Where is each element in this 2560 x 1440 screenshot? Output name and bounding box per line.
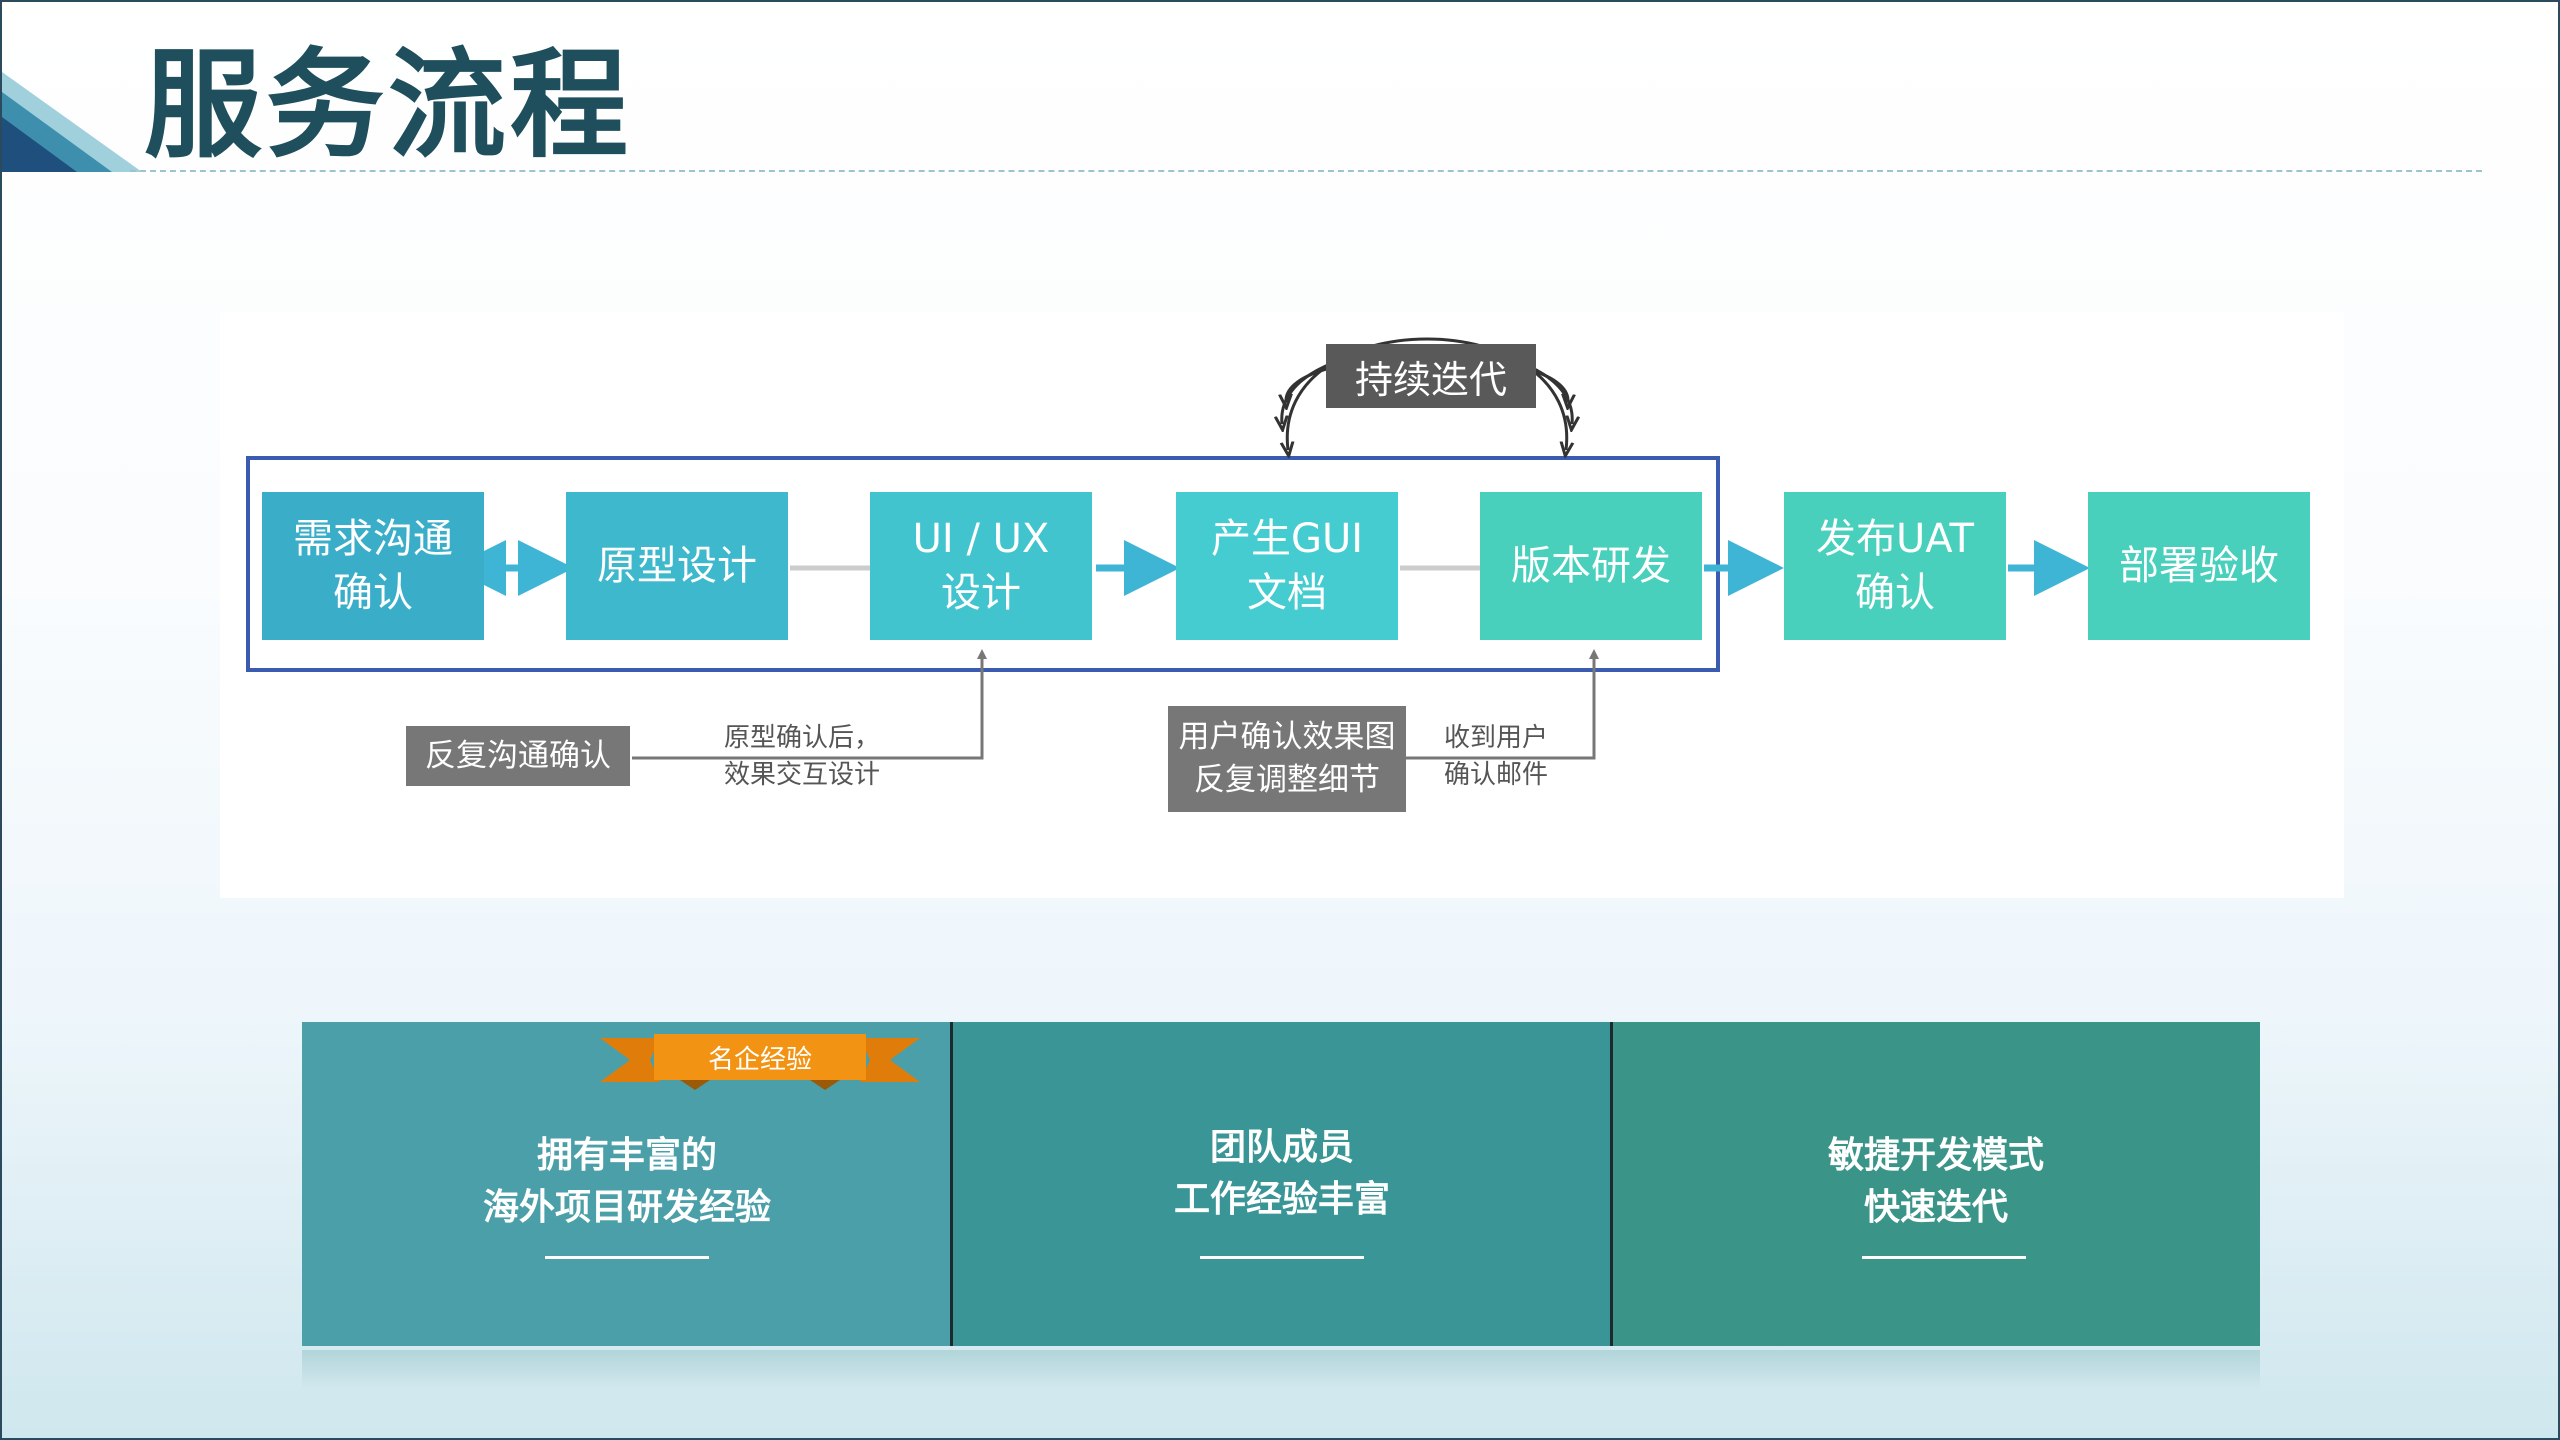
title-divider: [130, 170, 2482, 172]
step-deploy: 部署验收: [2088, 492, 2310, 640]
panel-text: 团队成员 工作经验丰富: [1173, 1127, 1390, 1220]
feedback-label-right: 用户确认效果图 反复调整细节: [1168, 706, 1406, 812]
panel-underline: [1862, 1256, 2026, 1259]
loop-label: 持续迭代: [1326, 344, 1536, 408]
feature-panel-agile: 敏捷开发模式 快速迭代: [1612, 1022, 2260, 1346]
feedback-note-right: 收到用户 确认邮件: [1444, 723, 1549, 790]
feedback-label-left: 反复沟通确认: [406, 726, 630, 786]
step-label: 部署验收: [2119, 543, 2279, 589]
step-uat: 发布UAT 确认: [1784, 492, 2006, 640]
loop-arc: [1287, 337, 1566, 450]
panel-underline: [545, 1256, 709, 1259]
page-title: 服务流程: [144, 36, 633, 174]
step-label: 版本研发: [1511, 543, 1671, 589]
panel-reflection: [302, 1350, 2260, 1390]
step-prototype: 原型设计: [566, 492, 788, 640]
step-label: UI / UX 设计: [912, 516, 1050, 616]
badge-text: 名企经验: [707, 1044, 812, 1075]
panel-underline: [1200, 1256, 1364, 1259]
step-label: 发布UAT 确认: [1816, 516, 1974, 616]
step-label: 产生GUI 文档: [1210, 516, 1364, 616]
process-flow-panel: 需求沟通 确认 原型设计 UI / UX 设计 产生GUI 文档 版本研发 发布…: [220, 312, 2344, 898]
panel-text: 拥有丰富的 海外项目研发经验: [482, 1135, 771, 1228]
step-gui-doc: 产生GUI 文档: [1176, 492, 1398, 640]
step-ui-ux: UI / UX 设计: [870, 492, 1092, 640]
panel-text: 敏捷开发模式 快速迭代: [1827, 1135, 2044, 1228]
feedback-line-left: [632, 649, 987, 760]
step-label: 原型设计: [597, 543, 757, 589]
step-label: 需求沟通 确认: [293, 516, 453, 616]
header-triangle-decoration: [2, 72, 142, 172]
badge-ribbon: [600, 1034, 920, 1090]
feedback-note-left: 原型确认后， 效果交互设计: [724, 723, 881, 790]
step-requirements: 需求沟通 确认: [262, 492, 484, 640]
feedback-line-right: [1406, 649, 1599, 760]
panel-divider: [950, 1022, 953, 1346]
feature-panel-team: 团队成员 工作经验丰富: [952, 1022, 1612, 1346]
panel-divider: [1610, 1022, 1613, 1346]
step-development: 版本研发: [1480, 492, 1702, 640]
